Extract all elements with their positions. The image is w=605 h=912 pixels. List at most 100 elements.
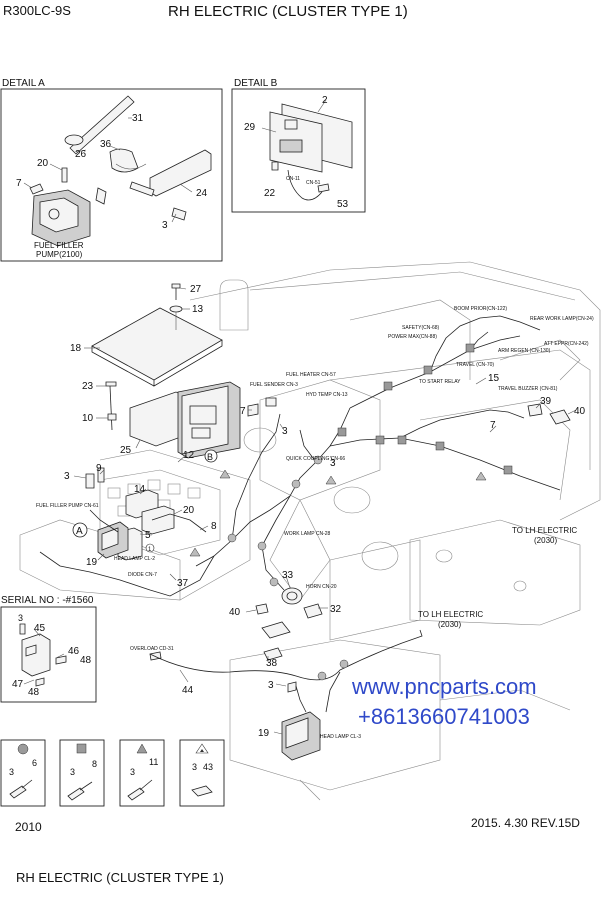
callout-15: 15 [488,373,500,384]
legend-1-num-b: 6 [32,758,37,768]
legend-box-1: 3 6 [0,739,46,807]
label-travel-buzzer: TRAVEL BUZZER (CN-81) [498,386,558,392]
legend-3-num-b: 11 [149,757,158,767]
callout-a-20: 20 [37,158,49,169]
fuel-filler-label-1: FUEL FILLER [34,241,84,250]
callout-27: 27 [190,284,202,295]
revision-stamp: 2015. 4.30 REV.15D [471,816,580,830]
label-power-max: POWER MAX(CN-88) [388,334,437,340]
callout-a-7: 7 [16,178,22,189]
callout-39: 39 [540,396,552,407]
callout-44: 44 [182,685,194,696]
square-clip-icon [76,743,87,754]
label-quick-coupling: QUICK COUPLING CN-66 [286,456,345,462]
callout-32: 32 [330,604,342,615]
triangle-clip-icon [136,743,148,754]
label-fuel-heater: FUEL HEATER CN-57 [286,372,336,378]
connector-cn-11: CN-11 [286,176,300,182]
callout-33: 33 [282,570,294,581]
callout-s-3: 3 [18,613,23,623]
legend-3-num-a: 3 [130,767,135,777]
legend-2-num-b: 8 [92,759,97,769]
callout-a-24: 24 [196,188,208,199]
label-att-eppr: ATT EPPR(CN-242) [544,341,589,347]
label-fuel-filler-pump: FUEL FILLER PUMP CN-61 [36,503,99,509]
callout-s-45: 45 [34,623,46,634]
legend-1-num-a: 3 [9,767,14,777]
callout-3-right: 3 [330,458,336,469]
model-code: R300LC-9S [3,3,71,18]
label-to-lh-electric-2: TO LH ELECTRIC [418,610,483,619]
label-work-lamp: WORK LAMP CN-28 [284,531,331,537]
callout-s-46: 46 [68,646,80,657]
callout-3-mid: 3 [282,426,288,437]
label-fuel-sender: FUEL SENDER CN-3 [250,382,298,388]
label-to-lh-electric-1: TO LH ELECTRIC [512,526,577,535]
watermark-phone: +8613660741003 [358,704,530,729]
callout-23: 23 [82,381,94,392]
detail-a-marker: A [76,526,83,537]
callout-13: 13 [192,304,204,315]
callout-14: 14 [134,484,146,495]
circle-marker-1: 1 [148,547,152,553]
label-overload: OVERLOAD CD-31 [130,646,174,652]
callout-8: 8 [211,521,217,532]
legend-4-num-b: 43 [203,762,213,772]
label-head-lamp: HEAD LAMP CL-2 [114,556,155,562]
detail-b-panel: DETAIL B 2 29 22 53 CN-11 CN-51 [231,78,366,213]
callout-s-48a: 48 [80,655,92,666]
serial-title: SERIAL NO : -#1560 [1,595,94,606]
detail-b-marker: B [207,452,213,462]
callout-37: 37 [177,578,189,589]
callout-a-36: 36 [100,139,112,150]
callout-a-26: 26 [75,149,87,160]
label-code-1: (2030) [534,536,557,545]
callout-19-bottom: 19 [258,728,270,739]
triangle-outline-icon [195,743,209,754]
circle-clip-icon [17,743,29,755]
legend-2-num-a: 3 [70,767,75,777]
label-hyd-temp: HYD TEMP CN-13 [306,392,348,398]
legend-box-4: 3 43 [179,739,225,807]
callout-3-left: 3 [64,471,70,482]
callout-b-22: 22 [264,188,276,199]
detail-b-title: DETAIL B [234,78,278,89]
callout-a-3: 3 [162,220,168,231]
page-number: 2010 [15,820,42,834]
callout-25: 25 [120,445,132,456]
label-code-2: (2030) [438,620,461,629]
callout-s-47: 47 [12,679,24,690]
label-head-lamp-2: HEAD LAMP CL-3 [320,734,361,740]
callout-40-left: 40 [229,607,241,618]
legend-box-2: 3 8 [59,739,105,807]
label-safety: SAFETY(CN-68) [402,325,440,331]
callout-b-29: 29 [244,122,256,133]
callout-7-mid: 7 [240,406,246,417]
diagram-title: RH ELECTRIC (CLUSTER TYPE 1) [168,3,408,20]
callout-5: 5 [145,530,151,541]
connector-cn-51: CN-51 [306,180,321,186]
callout-7-right: 7 [490,420,496,431]
legend-box-3: 3 11 [119,739,165,807]
label-rear-work-lamp: REAR WORK LAMP(CN-24) [530,316,594,322]
callout-9: 9 [96,463,102,474]
watermark-site: www.pncparts.com [351,674,537,699]
callout-40-right: 40 [574,406,586,417]
label-arm-regen: ARM REGEN (CN-130) [498,348,551,354]
label-travel: TRAVEL (CN-70) [456,362,494,368]
fuel-filler-label-2: PUMP(2100) [36,250,83,259]
label-boom-prior: BOOM PRIOR(CN-122) [454,306,507,312]
callout-b-53: 53 [337,199,349,210]
label-diode: DIODE CN-7 [128,572,157,578]
callout-38: 38 [266,658,278,669]
callout-b-2: 2 [322,95,328,106]
callout-18: 18 [70,343,82,354]
callout-3-bottom: 3 [268,680,274,691]
callout-19-left: 19 [86,557,98,568]
detail-a-title: DETAIL A [2,78,45,89]
callout-20: 20 [183,505,195,516]
label-to-start-relay: TO START RELAY [419,379,461,385]
callout-12: 12 [183,450,195,461]
serial-panel: SERIAL NO : -#1560 3 45 46 48 47 48 [0,595,97,703]
